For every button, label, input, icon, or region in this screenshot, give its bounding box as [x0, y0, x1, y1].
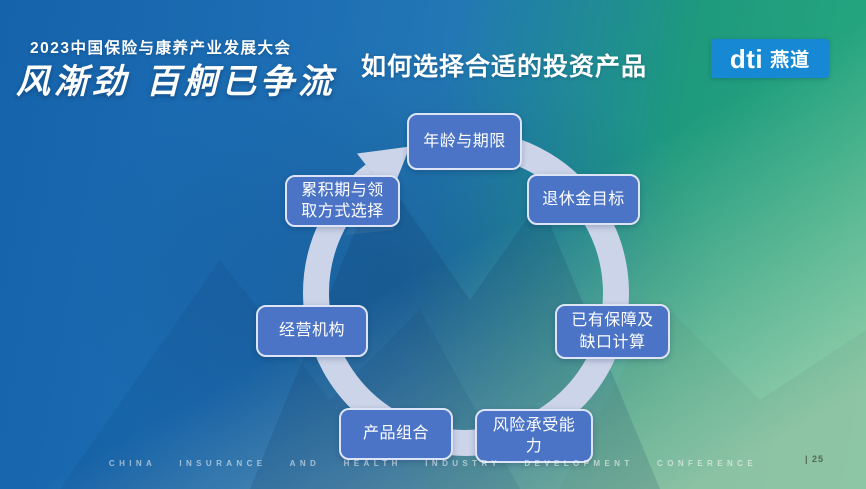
step-age-and-term: 年龄与期限 [407, 113, 522, 170]
step-label: 年龄与期限 [423, 132, 506, 150]
step-operating-institution: 经营机构 [256, 305, 368, 357]
logo-latin-text: dti [729, 43, 764, 74]
step-risk-tolerance: 风险承受能力 [475, 409, 593, 463]
step-existing-coverage-gap: 已有保障及缺口计算 [555, 304, 670, 359]
step-label: 风险承受能力 [492, 416, 576, 455]
step-label: 累积期与领取方式选择 [301, 181, 384, 220]
conference-footer-english: CHINA INSURANCE AND HEALTH INDUSTRY DEVE… [108, 459, 758, 468]
step-label: 已有保障及缺口计算 [571, 312, 654, 351]
step-label: 退休金目标 [542, 190, 625, 208]
cycle-arrowhead-icon [357, 146, 410, 197]
conference-title: 2023中国保险与康养产业发展大会 [30, 40, 292, 57]
step-product-portfolio: 产品组合 [339, 408, 453, 460]
step-accumulation-withdrawal: 累积期与领取方式选择 [285, 175, 400, 227]
page-number: | 25 [804, 454, 824, 464]
step-label: 经营机构 [278, 322, 345, 340]
step-retirement-goal: 退休金目标 [527, 174, 640, 225]
conference-slogan-calligraphy: 风渐劲 百舸已争流 [16, 62, 336, 102]
step-label: 产品组合 [362, 425, 429, 443]
slide-title: 如何选择合适的投资产品 [360, 53, 648, 81]
dti-yandao-logo: dti 燕道 [711, 39, 829, 78]
logo-cjk-text: 燕道 [770, 49, 811, 71]
